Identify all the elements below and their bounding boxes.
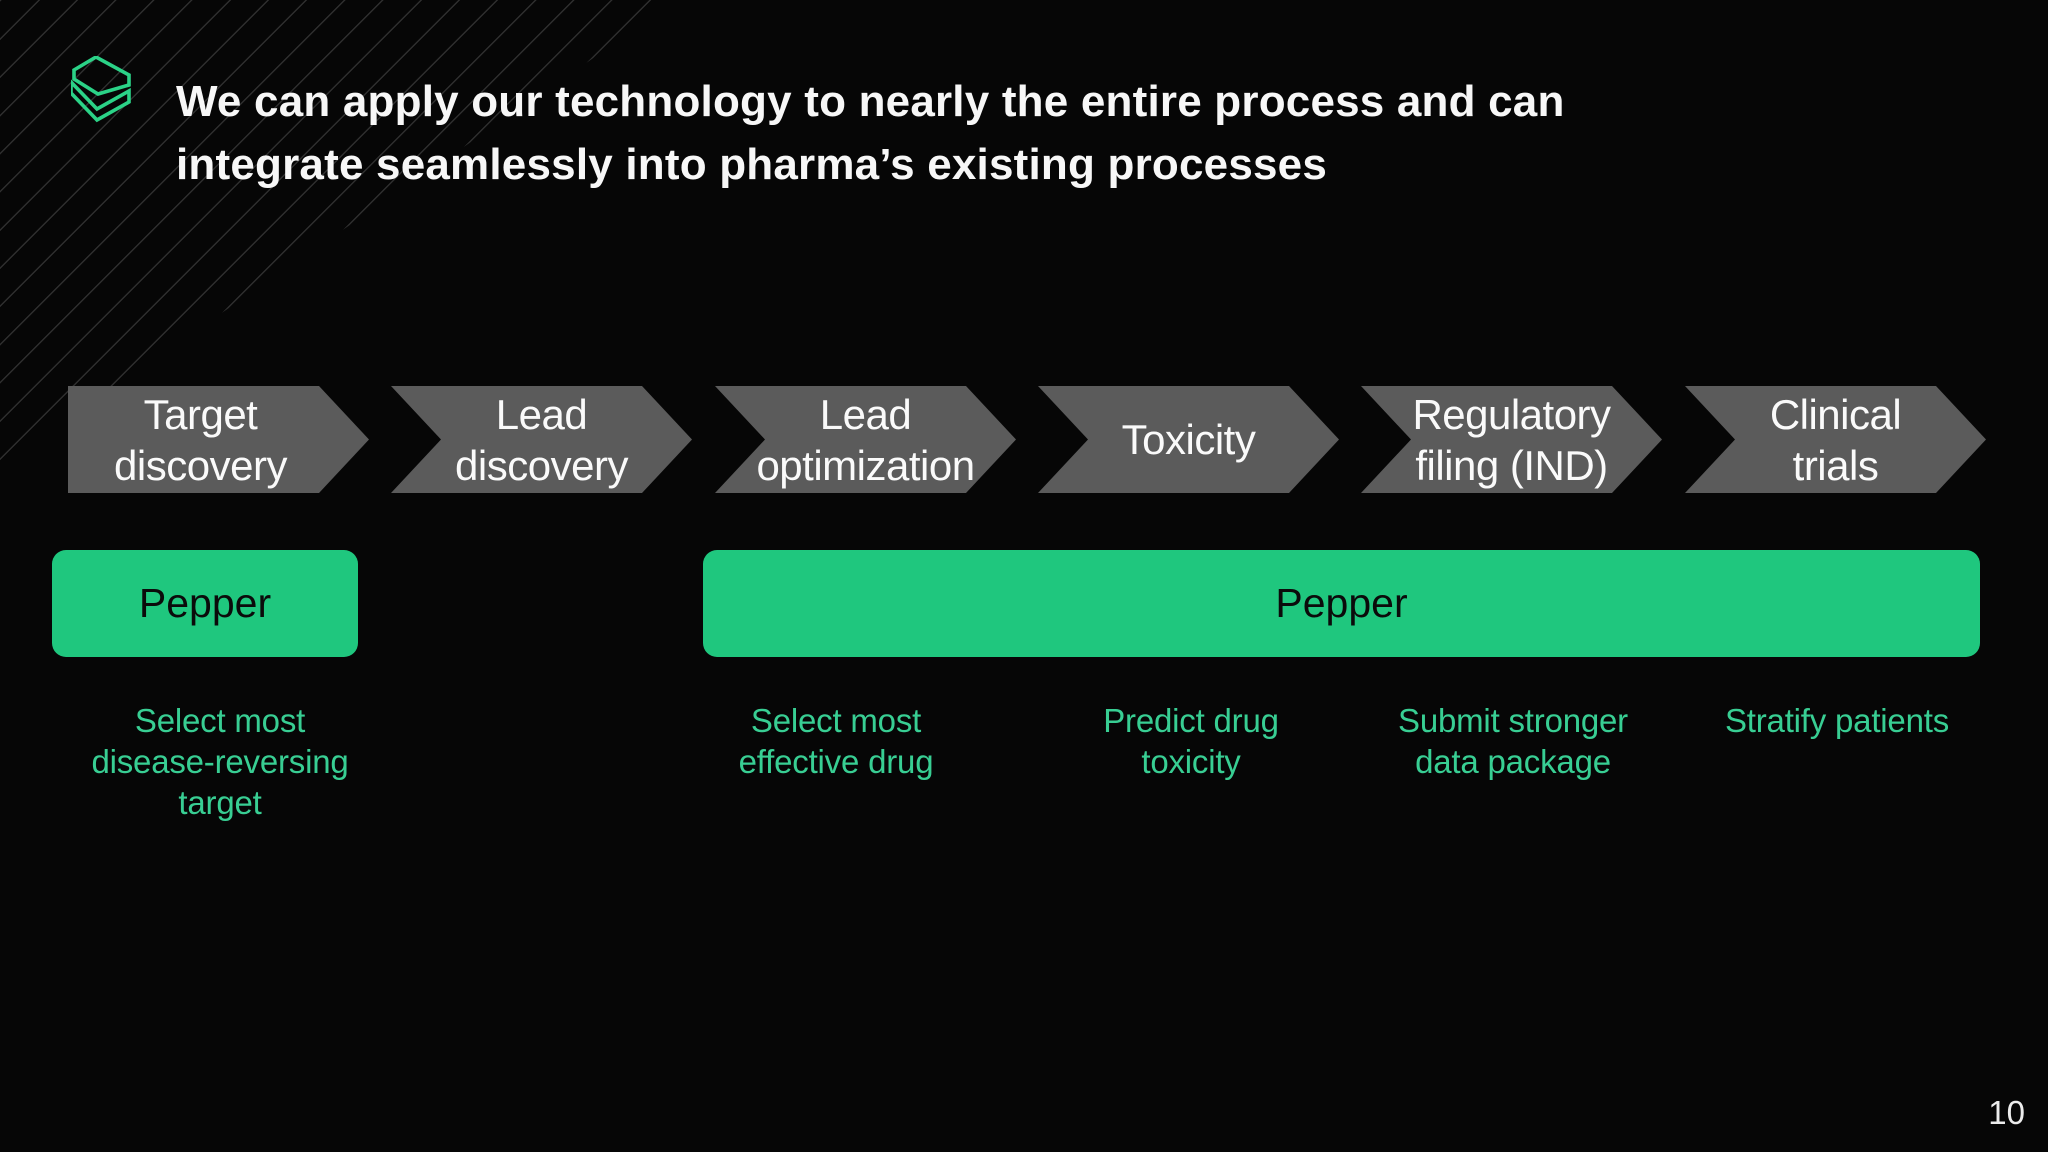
slide-title-line2: integrate seamlessly into pharma’s exist…: [176, 140, 1328, 189]
caption-select-disease-reversing-target: Select most disease-reversing target: [40, 700, 400, 823]
pepper-box-target-discovery: Pepper: [52, 550, 358, 657]
process-arrow-lead-optimization: Lead optimization: [715, 386, 1016, 493]
caption-select-most-effective-drug: Select most effective drug: [656, 700, 1016, 782]
caption-line: Select most: [134, 702, 306, 739]
arrow-label: Target discovery: [114, 390, 287, 489]
pepper-box-label: Pepper: [138, 580, 272, 626]
caption-line: Select most: [750, 702, 922, 739]
caption-line: Predict drug: [1103, 702, 1279, 739]
slide-title-line1: We can apply our technology to nearly th…: [176, 77, 1565, 126]
caption-submit-stronger-data-package: Submit stronger data package: [1333, 700, 1693, 782]
arrow-label-line2: filing (IND): [1415, 441, 1608, 489]
slide-title: We can apply our technology to nearly th…: [176, 70, 1896, 196]
caption-line: Stratify patients: [1724, 702, 1950, 739]
arrow-label-line2: trials: [1792, 441, 1879, 489]
stacked-layers-icon: [71, 56, 131, 123]
arrow-label-line1: Lead: [495, 390, 588, 438]
arrow-label-line1: Clinical: [1769, 390, 1902, 438]
arrow-label: Toxicity: [1121, 416, 1256, 463]
arrow-label-line1: Regulatory: [1412, 390, 1611, 438]
caption-line: effective drug: [738, 743, 934, 780]
arrow-label-line2: discovery: [455, 441, 628, 489]
caption-predict-drug-toxicity: Predict drug toxicity: [1011, 700, 1371, 782]
process-arrow-regulatory-filing: Regulatory filing (IND): [1361, 386, 1662, 493]
caption-line: disease-reversing: [91, 743, 349, 780]
arrow-label-line1: Lead: [819, 390, 912, 438]
process-arrow-lead-discovery: Lead discovery: [391, 386, 692, 493]
arrow-label-line2: optimization: [756, 441, 975, 489]
caption-line: data package: [1415, 743, 1611, 780]
pepper-box-lead-opt-to-clinical: Pepper: [703, 550, 1980, 657]
caption-line: target: [178, 784, 262, 821]
caption-line: toxicity: [1141, 743, 1241, 780]
process-arrow-target-discovery: Target discovery: [68, 386, 369, 493]
process-arrow-clinical-trials: Clinical trials: [1685, 386, 1986, 493]
caption-line: Submit stronger: [1398, 702, 1628, 739]
caption-stratify-patients: Stratify patients: [1657, 700, 2017, 741]
process-arrow-toxicity: Toxicity: [1038, 386, 1339, 493]
pepper-box-label: Pepper: [1275, 580, 1408, 626]
page-number: 10: [1988, 1094, 2025, 1131]
